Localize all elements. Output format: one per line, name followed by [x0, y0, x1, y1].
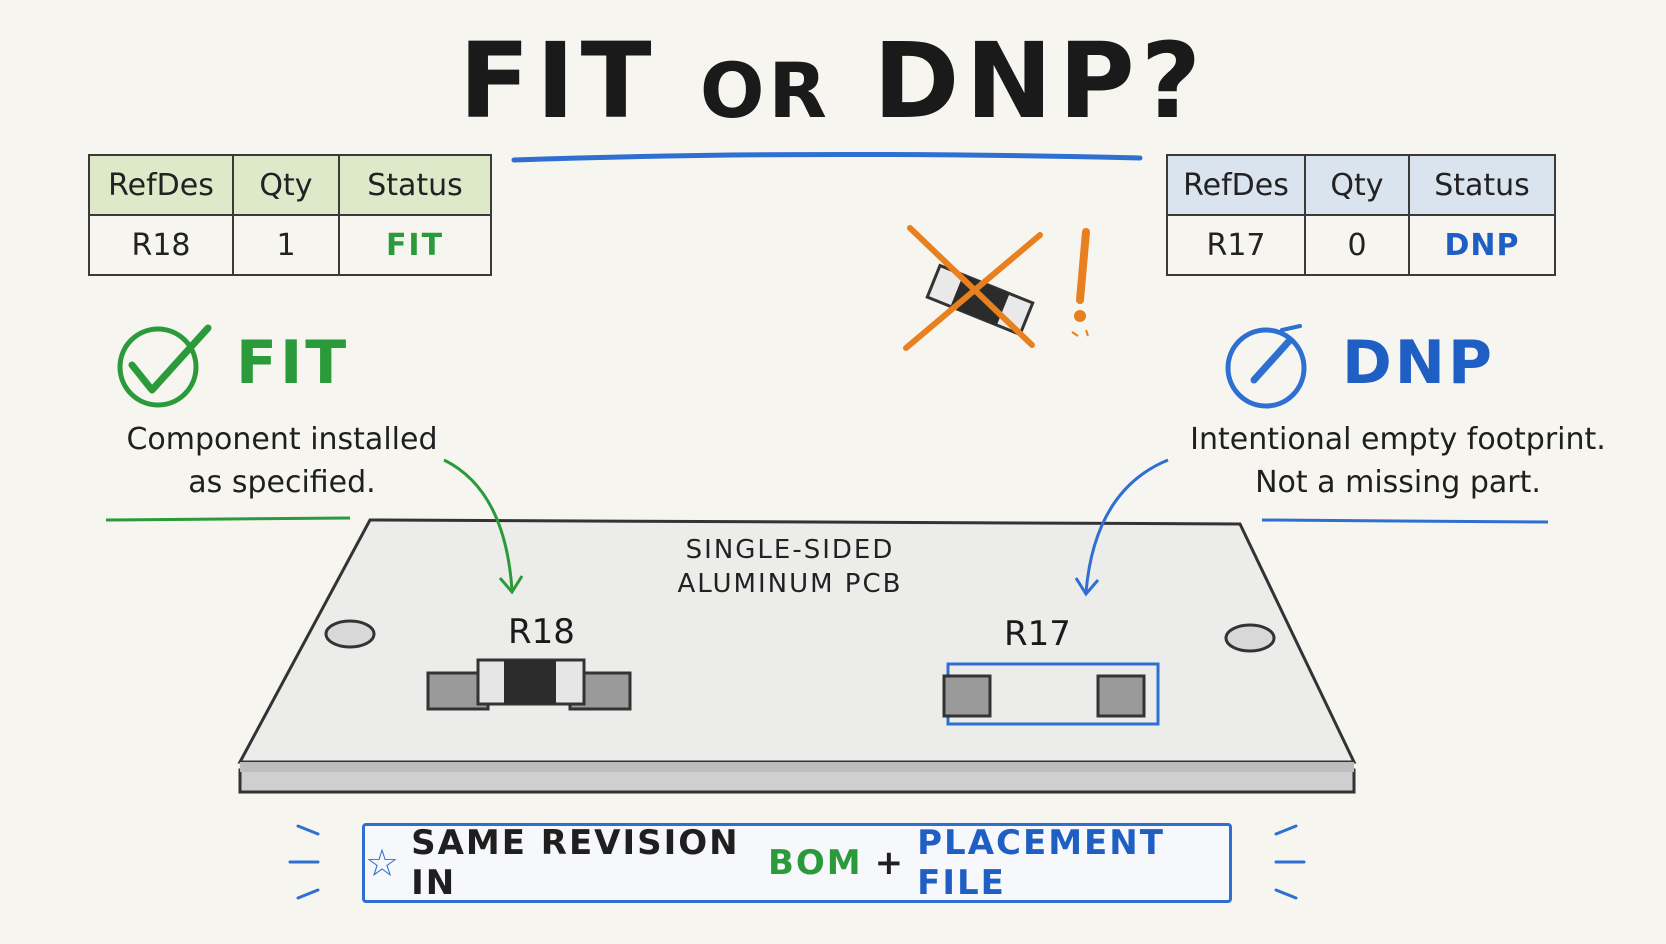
header-qty: Qty	[232, 154, 340, 216]
refdes-r18-label: R18	[508, 612, 575, 652]
page-title: FIT OR DNP?	[0, 20, 1666, 142]
fit-label: FIT	[236, 328, 350, 398]
title-fit: FIT	[458, 20, 658, 142]
cell-qty: 0	[1304, 214, 1410, 276]
cell-status: DNP	[1408, 214, 1556, 276]
revision-banner: ☆ SAME REVISION IN BOM + PLACEMENT FILE	[362, 823, 1232, 903]
banner-placement: PLACEMENT FILE	[917, 823, 1165, 903]
banner-text: SAME REVISION IN	[411, 823, 740, 903]
bom-table-dnp: RefDes Qty Status R17 0 DNP	[1166, 154, 1556, 276]
table-header-row: RefDes Qty Status	[1166, 154, 1556, 216]
pcb-title-line2: ALUMINUM PCB	[677, 569, 903, 599]
cell-refdes: R18	[88, 214, 234, 276]
cell-status: FIT	[338, 214, 492, 276]
header-status: Status	[1408, 154, 1556, 216]
fit-arrow	[443, 458, 514, 591]
dnp-arrow	[1084, 458, 1169, 593]
table-header-row: RefDes Qty Status	[88, 154, 492, 216]
r18-resistor	[426, 658, 632, 711]
title-dnp: DNP?	[873, 20, 1208, 142]
refdes-r17-label: R17	[1004, 614, 1071, 654]
pcb-title-line1: SINGLE-SIDED	[685, 535, 895, 565]
header-qty: Qty	[1304, 154, 1410, 216]
banner-accent-left	[288, 824, 320, 900]
cell-qty: 1	[232, 214, 340, 276]
title-or: OR	[699, 46, 831, 135]
warning-exclamation-icon	[1071, 228, 1090, 337]
banner-bom: BOM	[767, 843, 863, 883]
dnp-underline	[1261, 518, 1549, 524]
check-circle-icon	[117, 324, 212, 408]
title-underline	[511, 151, 1143, 163]
dnp-description: Intentional empty footprint. Not a missi…	[1188, 418, 1608, 504]
header-refdes: RefDes	[88, 154, 234, 216]
pcb-title: SINGLE-SIDED ALUMINUM PCB	[640, 533, 940, 601]
dnp-label: DNP	[1342, 328, 1495, 398]
star-icon: ☆	[365, 841, 400, 885]
fit-underline	[105, 516, 351, 522]
fit-description-line2: as specified.	[188, 465, 376, 500]
dnp-description-line1: Intentional empty footprint.	[1190, 422, 1606, 457]
fit-description-line1: Component installed	[126, 422, 438, 457]
bom-table-fit: RefDes Qty Status R18 1 FIT	[88, 154, 492, 276]
banner-accent-right	[1274, 824, 1306, 900]
r17-empty-footprint	[942, 662, 1160, 726]
dnp-description-line2: Not a missing part.	[1255, 465, 1541, 500]
table-row: R18 1 FIT	[88, 214, 492, 276]
fit-description: Component installed as specified.	[102, 418, 462, 504]
header-status: Status	[338, 154, 492, 216]
table-row: R17 0 DNP	[1166, 214, 1556, 276]
mount-hole-left	[324, 619, 376, 649]
cell-refdes: R17	[1166, 214, 1306, 276]
gauge-circle-icon	[1225, 324, 1307, 409]
mount-hole-right	[1224, 623, 1276, 653]
banner-plus: +	[874, 843, 906, 883]
header-refdes: RefDes	[1166, 154, 1306, 216]
crossed-resistor-icon	[903, 225, 1043, 351]
